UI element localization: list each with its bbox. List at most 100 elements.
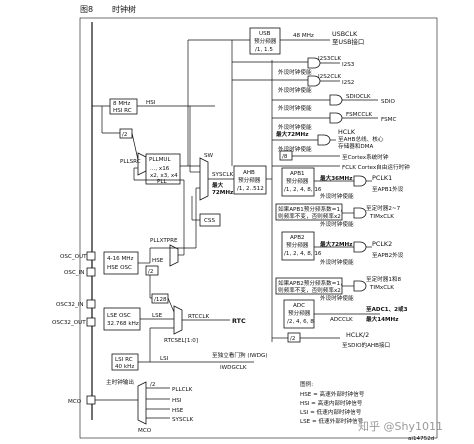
mco-opt-hse: HSE xyxy=(172,408,184,414)
usb-freq: 48 MHz xyxy=(293,33,314,39)
fclk-label: FCLK Cortex自由运行时钟 xyxy=(342,163,410,171)
fsmcclk-label: FSMCCLK xyxy=(346,112,372,118)
div128-out xyxy=(167,297,175,313)
sdio-out-label: SDIO xyxy=(381,99,396,105)
tim27-enable: 外设时钟使能 xyxy=(320,220,354,228)
adc-values: /2, 4, 6, 8 xyxy=(287,319,314,325)
osc-in-pin: OSC_IN xyxy=(64,270,85,276)
sysclk-max: 最大 xyxy=(212,181,224,189)
lsi-wire-label: LSI xyxy=(160,356,169,362)
lsi-label: LSI RC xyxy=(115,357,133,363)
mco-opt-hsi: HSI xyxy=(172,398,182,404)
hclk2-note: 至SDIO的AHB接口 xyxy=(342,341,390,349)
rtc-label: RTC xyxy=(232,317,246,325)
apb1-note: 至APB1外设 xyxy=(372,185,404,193)
pclk1-label: PCLK1 xyxy=(372,174,392,182)
adc-to: 至ADC1、2或3 xyxy=(366,305,408,313)
cortex-div8-block xyxy=(279,150,293,161)
apb2-enable: 外设时钟使能 xyxy=(320,258,354,266)
hse-label: HSE OSC xyxy=(107,265,132,271)
i2s3-enable: 外设时钟使能 xyxy=(278,68,312,76)
lsi-freq: 40 kHz xyxy=(115,364,134,370)
pllmul-label: PLLMUL xyxy=(149,157,172,163)
tim27-clk: TIMxCLK xyxy=(369,214,394,220)
figure-title: 时钟树 xyxy=(112,4,136,14)
tim27-label: 至定时器2~7 xyxy=(366,204,401,212)
pclk2-label: PCLK2 xyxy=(372,240,392,248)
apb2-values: /1, 2, 4, 8, 16 xyxy=(284,251,322,257)
hclk-gate xyxy=(317,134,331,146)
figure-frame xyxy=(79,17,438,439)
hclk2-label: HCLK/2 xyxy=(346,331,369,339)
i2s3clk-label: I2S3CLK xyxy=(318,56,341,62)
sdio-gate xyxy=(329,94,343,106)
apb2-note: 至APB2外设 xyxy=(372,251,404,259)
mco-opt-pllclk: PLLCLK xyxy=(172,387,193,393)
mco-opt-sysclk: SYSCLK xyxy=(172,417,194,423)
adc-prescaler-label: 预分频器 xyxy=(288,309,311,317)
legend-item-lse: LSE = 低速外部时钟信号 xyxy=(300,417,364,425)
tim27-gate xyxy=(353,207,367,219)
ahb-prescaler-label: 预分频器 xyxy=(238,176,261,184)
figure-id: ai14752d xyxy=(408,436,435,442)
mco-mux xyxy=(137,381,147,425)
ahb-label: AHB xyxy=(243,170,255,176)
apb2-prescaler-block xyxy=(281,231,315,261)
apb1-prescaler-block xyxy=(281,167,315,197)
hsi-wire-label: HSI xyxy=(146,100,156,106)
pll-mul-values: ..., x16 xyxy=(150,166,170,172)
tim18-clk: TIMxCLK xyxy=(369,285,394,291)
sw-mux xyxy=(199,157,209,201)
pll-mul-values2: x2, x3, x4 xyxy=(150,173,178,179)
ahb-values: /1, 2..512 xyxy=(237,186,264,192)
sysclk-max2: 72MHz xyxy=(212,190,233,196)
legend-title: 图例: xyxy=(300,380,313,388)
ahb-prescaler-block xyxy=(233,165,267,195)
apb2-prescaler-label: 预分频器 xyxy=(286,241,309,249)
osc-out-pin: OSC_OUT xyxy=(60,254,87,260)
usb-values: /1, 1.5 xyxy=(255,47,273,53)
i2s3-out-label: I2S3 xyxy=(342,62,355,68)
pllsrc-label: PLLSRC xyxy=(120,159,141,165)
hsi-rc-freq: 8 MHz xyxy=(113,101,130,107)
tim18-label: 至定时器1和8 xyxy=(366,275,402,283)
hse-div128-label: /128 xyxy=(154,297,167,303)
i2s2clk-label: I2S2CLK xyxy=(318,74,341,80)
adc-label: ADC xyxy=(293,303,305,309)
i2s2-out-label: I2S2 xyxy=(342,80,354,86)
usbclk-label: USBCLK xyxy=(332,30,358,38)
hclk-note1: 至AHB总线、核心 xyxy=(338,135,384,143)
mco-pin: MCO xyxy=(68,399,82,405)
hclk-note2: 存储器和DMA xyxy=(338,142,374,150)
hclk2-div-block xyxy=(287,332,301,343)
adc-prescaler-block xyxy=(283,299,315,329)
pllxtpre-label: PLLXTPRE xyxy=(150,238,178,244)
i2s3-gate xyxy=(307,57,321,69)
tim-apb1-block xyxy=(275,203,343,221)
osc32-out-pad xyxy=(86,317,96,327)
pclk2-gate xyxy=(353,241,367,253)
adc-max: 最大14MHz xyxy=(366,315,398,323)
hsi-rc-label: HSI RC xyxy=(113,108,132,114)
hclk2-div-label: /2 xyxy=(290,336,295,342)
apb1-enable: 外设时钟使能 xyxy=(320,192,354,200)
legend-item-hsi: HSI = 高速内部时钟信号 xyxy=(300,399,363,407)
cortex-div8-label: /8 xyxy=(282,154,288,160)
tim18-enable: 外设时钟使能 xyxy=(320,294,354,302)
usb-prescaler-block xyxy=(249,27,281,55)
sysclk-label: SYSCLK xyxy=(212,172,234,178)
apb1-prescaler-label: 预分频器 xyxy=(286,177,309,185)
legend-item-lsi: LSI = 低速内部时钟信号 xyxy=(300,408,362,416)
i2s2-gate xyxy=(307,75,321,87)
mco-title: 主时钟输出 xyxy=(106,378,134,386)
pll-label: PLL xyxy=(157,179,167,185)
tim-apb1-note1: 如果APB1预分频系数=1， xyxy=(278,205,346,213)
lse-label: LSE OSC xyxy=(107,313,131,319)
osc-in-pad xyxy=(86,267,96,277)
lse-wire-label: LSE xyxy=(152,313,163,319)
hclk-label: HCLK xyxy=(338,128,356,136)
rtcsel-mux xyxy=(173,305,183,335)
pclk1-gate xyxy=(353,175,367,187)
hsi-div2-label: /2 xyxy=(122,132,127,138)
